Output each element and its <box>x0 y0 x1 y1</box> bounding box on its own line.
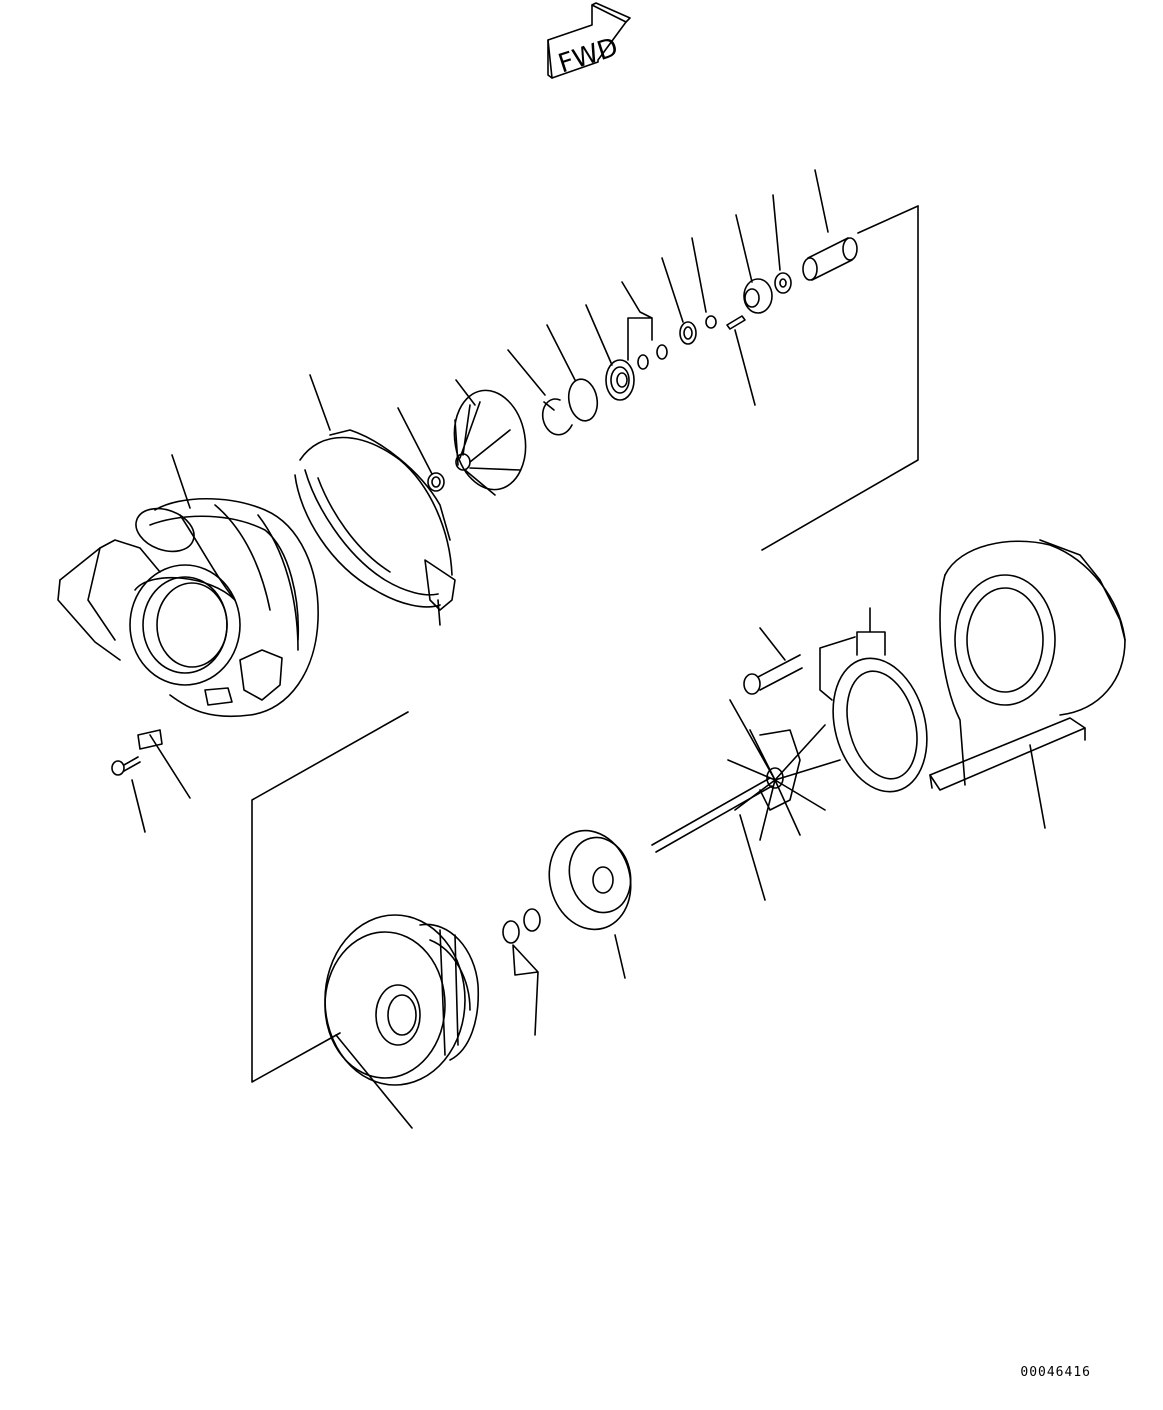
thrust-collar-drawing <box>680 322 696 344</box>
fwd-arrow: FWD <box>548 3 630 80</box>
assembly-bracket-lower <box>252 712 408 1082</box>
compressor-housing-drawing <box>58 499 318 717</box>
drive-screw-drawing <box>112 757 140 775</box>
journal-bearing-drawing <box>803 238 857 280</box>
o-ring-drawing <box>566 377 601 423</box>
bolt-drawing <box>744 655 802 694</box>
turbine-wheel-shaft-drawing <box>652 700 840 852</box>
gasket-drawing <box>819 648 941 803</box>
drawing-number: 00046416 <box>1020 1365 1091 1380</box>
name-plate-drawing <box>138 730 162 749</box>
lock-nut-drawing <box>428 473 444 491</box>
v-band-clamp-drawing <box>295 430 455 625</box>
snap-ring-drawing <box>543 399 572 435</box>
washer-drawing <box>775 273 791 293</box>
thrust-bearing-insert-drawing <box>606 360 634 400</box>
thrust-bearing-drawing <box>744 279 772 313</box>
thrust-ring-drawing <box>706 316 716 328</box>
turbine-housing-drawing <box>930 540 1125 790</box>
leader-lines <box>132 170 1045 1128</box>
pin-drawing <box>727 316 745 329</box>
bearing-housing-drawing <box>325 915 478 1085</box>
compressor-wheel-drawing <box>447 385 533 496</box>
heat-shield-drawing <box>538 821 641 938</box>
seal-rings-drawing <box>638 345 667 369</box>
assembly-bracket-upper <box>762 206 918 550</box>
piston-rings-drawing <box>503 909 540 943</box>
